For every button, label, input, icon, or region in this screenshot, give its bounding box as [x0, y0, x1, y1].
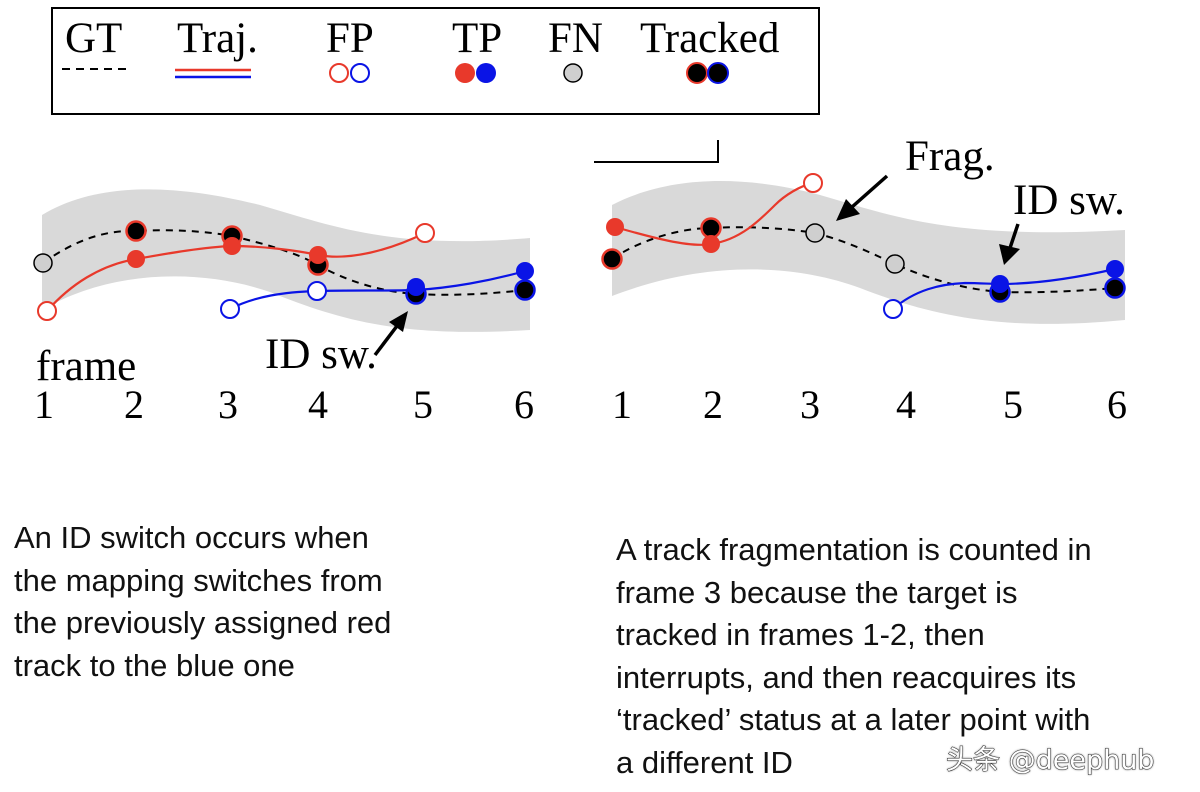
left-tp-blue-frame5	[407, 278, 425, 296]
right-tracked-frame2	[700, 217, 722, 239]
legend-fp-blue-marker	[350, 63, 370, 83]
right-tracked-frame1	[601, 248, 623, 270]
left-tp-red-frame4	[309, 246, 327, 264]
right-blue-trajectory	[892, 267, 1116, 310]
left-fn-frame1	[33, 253, 53, 273]
right-frame-1: 1	[612, 382, 632, 427]
left-idsw-arrowhead	[389, 311, 408, 332]
right-frame-3: 3	[800, 382, 820, 427]
right-gt-trajectory	[611, 226, 1116, 294]
caption-right-line: A track fragmentation is counted in	[616, 532, 1092, 567]
right-fp-red-frame3	[803, 173, 823, 193]
right-tp-red-frame2	[702, 235, 720, 253]
right-frame-5: 5	[1003, 382, 1023, 427]
caption-left-line: An ID switch occurs when	[14, 520, 369, 555]
right-tp-red-frame1	[606, 218, 624, 236]
right-panel: Frag. ID sw. 1 2 3 4 5 6	[601, 133, 1127, 427]
caption-left-line: the previously assigned red	[14, 605, 392, 640]
caption-right-line: tracked in frames 1-2, then	[616, 617, 985, 652]
legend-tp-blue-marker	[476, 63, 496, 83]
legend-tracked-red-marker	[686, 62, 708, 84]
caption-right-line: frame 3 because the target is	[616, 574, 1018, 610]
legend-box	[51, 7, 820, 115]
left-frame-2: 2	[124, 382, 144, 427]
left-frame-4: 4	[308, 382, 328, 427]
legend-tp-label: TP	[452, 15, 502, 62]
right-tp-blue-frame6	[1106, 260, 1124, 278]
caption-left: An ID switch occurs when the mapping swi…	[14, 517, 391, 687]
right-frag-label: Frag.	[905, 133, 995, 180]
right-red-trajectory	[614, 181, 814, 246]
left-panel: ID sw. frame 1 2 3 4 5 6	[33, 189, 536, 427]
right-frame-4: 4	[896, 382, 916, 427]
legend-traj-label: Traj.	[177, 15, 258, 62]
right-tp-blue-frame5	[991, 275, 1009, 293]
right-frag-arrow	[850, 174, 889, 209]
right-idsw-arrow	[1008, 223, 1020, 249]
left-tp-red-frame2	[127, 250, 145, 268]
left-blue-trajectory	[229, 269, 526, 310]
legend-fn-marker	[563, 63, 583, 83]
left-fp-red-frame5	[415, 223, 435, 243]
left-tp-red-frame3	[223, 237, 241, 255]
left-frame-3: 3	[218, 382, 238, 427]
caption-left-line: track to the blue one	[14, 647, 295, 683]
right-idsw-label: ID sw.	[1013, 177, 1125, 224]
caption-left-line: the mapping switches from	[14, 562, 383, 598]
legend-fp-red-marker	[329, 63, 349, 83]
caption-right-line: interrupts, and then reacquires its	[616, 659, 1077, 695]
left-idsw-arrow	[373, 320, 402, 357]
legend-fp-label: FP	[326, 15, 374, 62]
watermark: 头条 @deephub	[945, 745, 1155, 777]
left-tracked-frame6	[514, 279, 536, 301]
left-tracked-frame2	[125, 220, 147, 242]
right-frag-arrowhead	[836, 199, 860, 221]
right-fn-frame3	[805, 223, 825, 243]
frame-label: frame	[36, 343, 136, 390]
right-fp-blue-frame4	[883, 299, 903, 319]
legend-tracked-label: Tracked	[640, 15, 779, 62]
left-fp-red-frame1	[37, 301, 57, 321]
right-frame-2: 2	[703, 382, 723, 427]
left-gt-band	[42, 189, 530, 332]
left-fp-blue-frame3	[220, 299, 240, 319]
right-frame-6: 6	[1107, 382, 1127, 427]
left-idsw-label: ID sw.	[265, 331, 377, 378]
caption-right-line: a different ID	[616, 744, 793, 780]
legend-tp-red-marker	[455, 63, 475, 83]
caption-right: A track fragmentation is counted in fram…	[616, 529, 1092, 784]
bracket-line	[594, 140, 719, 163]
right-tracked-frame6	[1104, 277, 1126, 299]
legend-tracked-blue-marker	[707, 62, 729, 84]
left-frame-1: 1	[34, 382, 54, 427]
left-tp-blue-frame6	[516, 262, 534, 280]
legend: GT Traj. FP TP FN Tracked	[51, 7, 820, 115]
legend-gt-label: GT	[65, 15, 122, 62]
left-frame-6: 6	[514, 382, 534, 427]
left-frame-5: 5	[413, 382, 433, 427]
left-fp-blue-frame4	[307, 281, 327, 301]
legend-fn-label: FN	[548, 15, 603, 62]
right-fn-frame4	[885, 254, 905, 274]
right-idsw-arrowhead	[999, 244, 1020, 265]
caption-right-line: ‘tracked’ status at a later point with	[616, 702, 1091, 737]
